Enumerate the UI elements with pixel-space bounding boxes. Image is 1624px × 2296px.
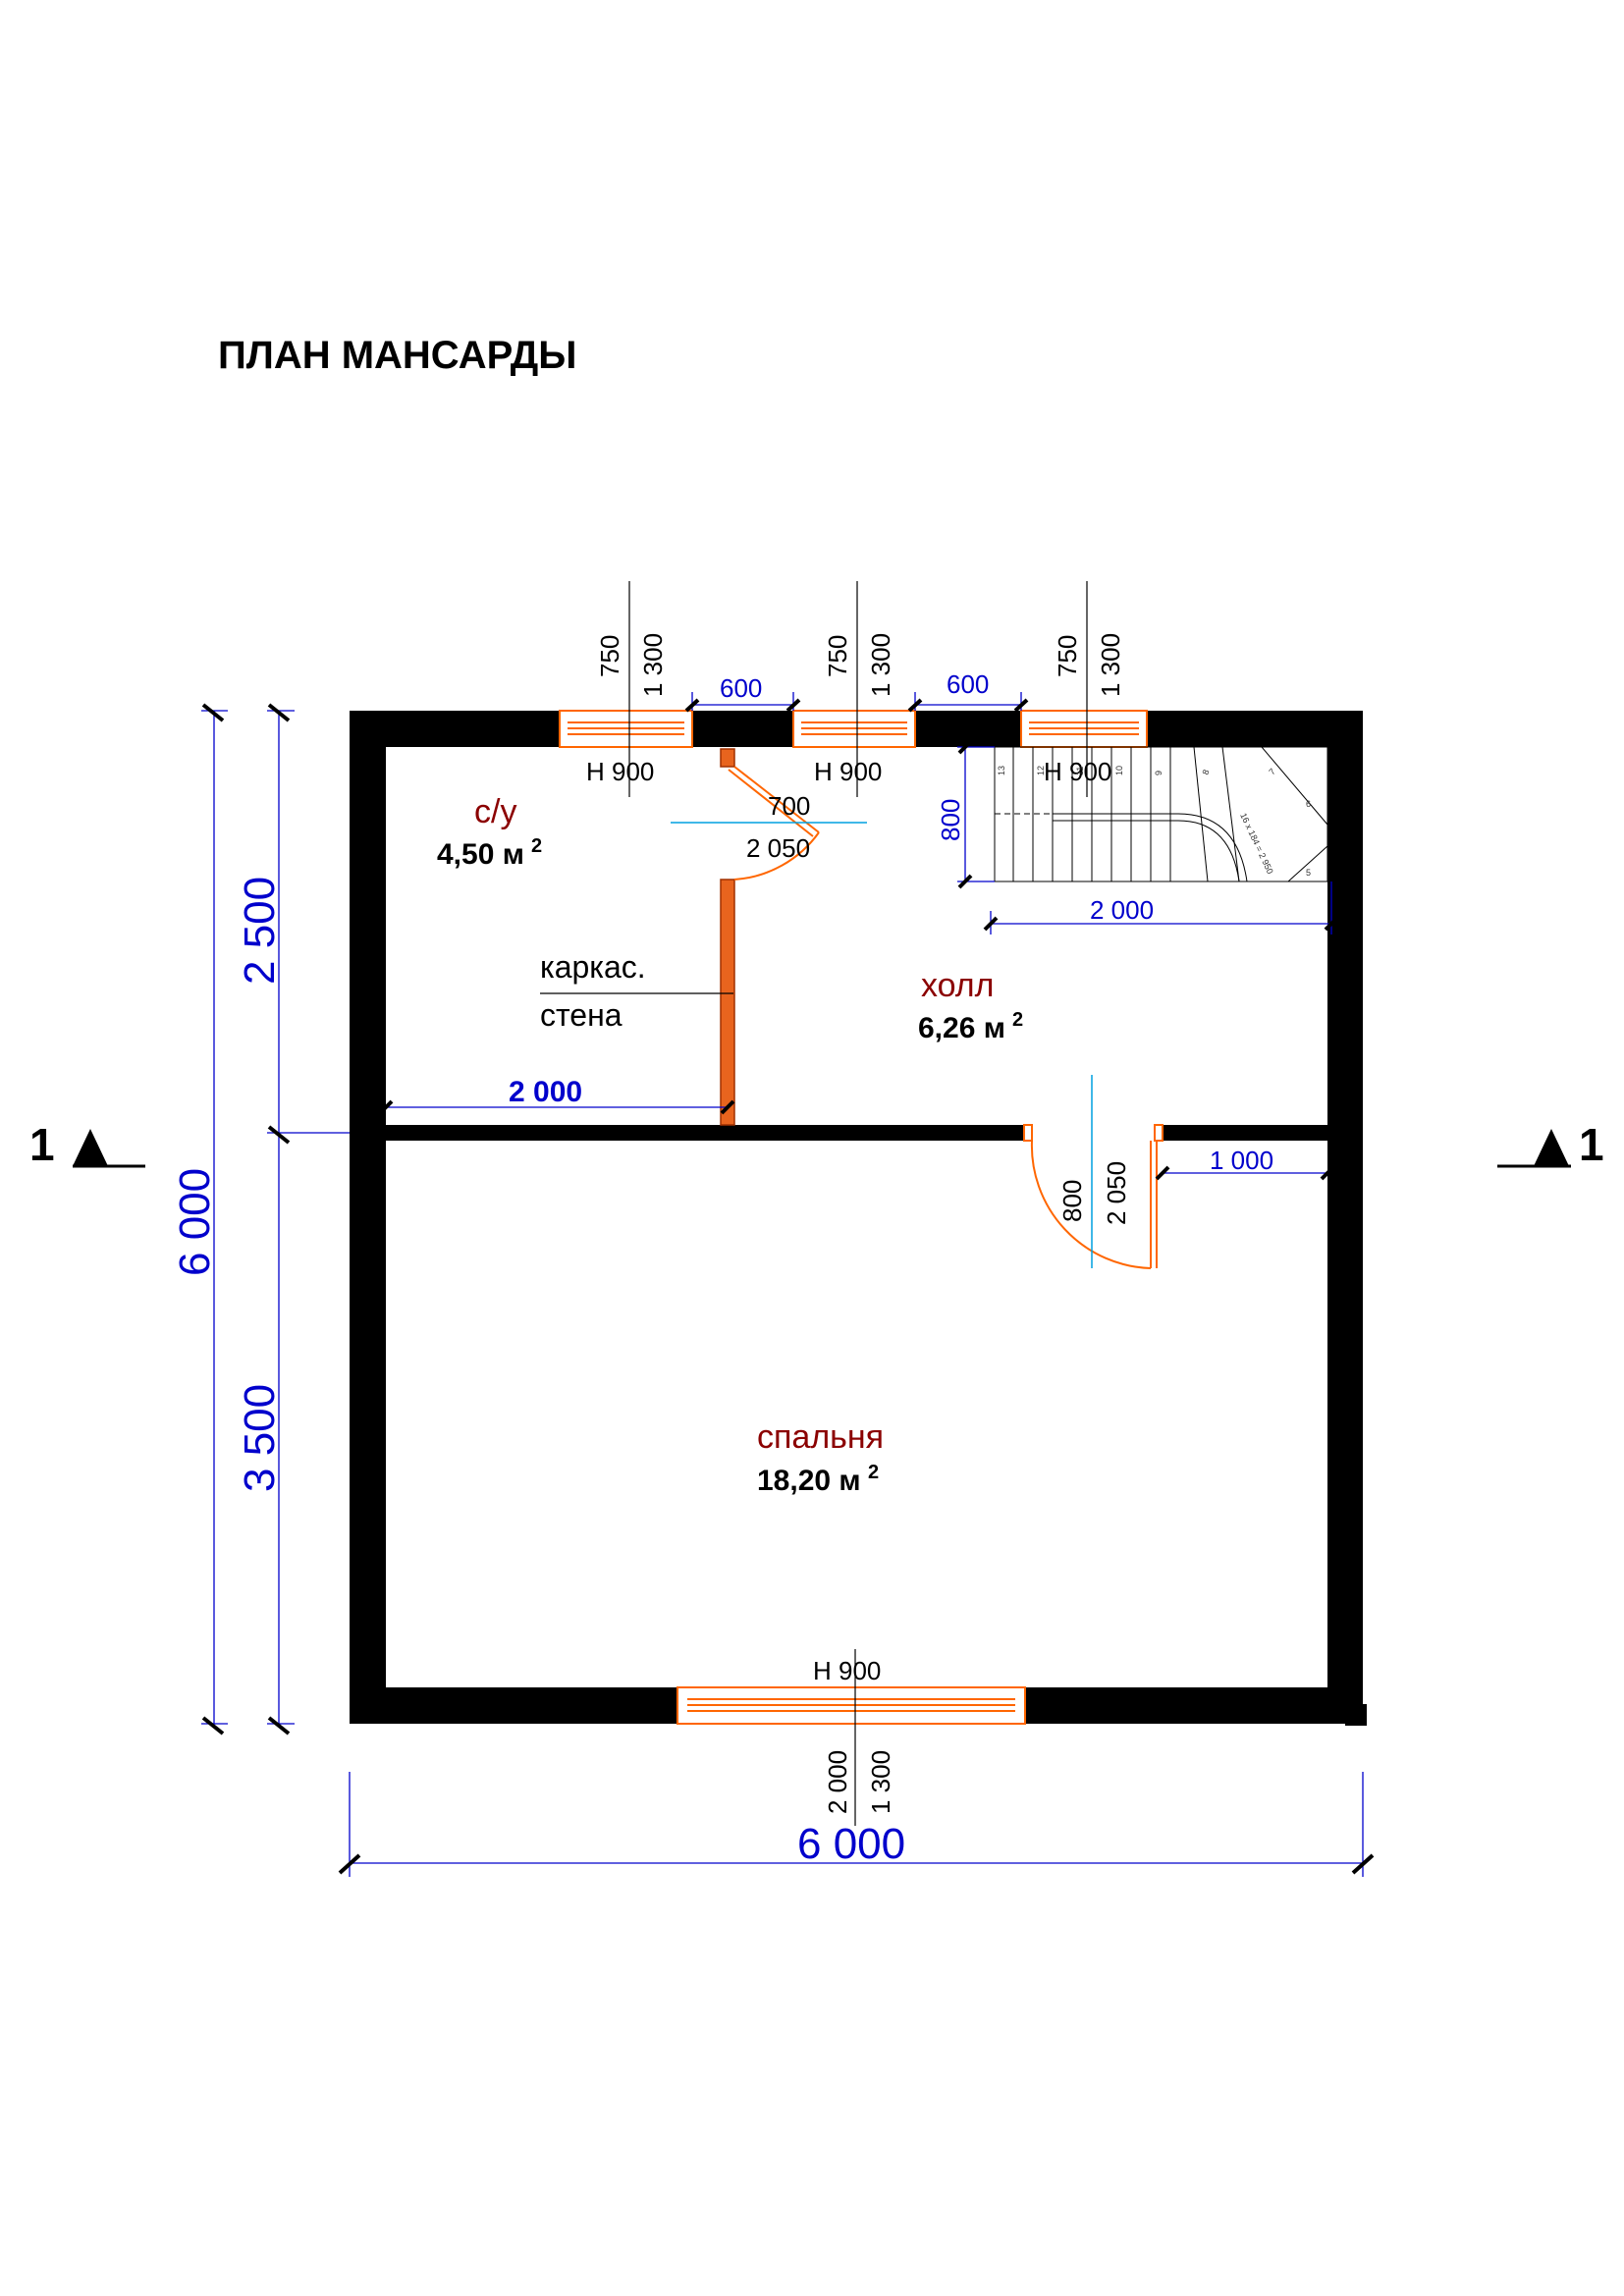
window-3-label: Н 900 [1044, 757, 1111, 786]
page-title: ПЛАН МАНСАРДЫ [218, 334, 576, 377]
bedroom-door-height: 2 050 [1102, 1161, 1131, 1225]
hall-name: холл [921, 967, 994, 1004]
frame-wall-note-line1: каркас. [540, 949, 646, 985]
window-4-width: 2 000 [823, 1750, 852, 1814]
dimension-ticks [201, 698, 1375, 1875]
window-3 [1020, 710, 1148, 748]
window-1 [559, 710, 693, 748]
staircase [994, 746, 1328, 882]
window-1-height: 1 300 [638, 633, 668, 697]
window-2-label: Н 900 [814, 757, 882, 786]
svg-text:1: 1 [29, 1119, 55, 1170]
window-3-sill: 750 [1053, 635, 1082, 677]
dim-door-offset: 1 000 [1210, 1146, 1273, 1175]
bedroom-name: спальня [757, 1418, 884, 1456]
window-2-height: 1 300 [866, 633, 895, 697]
bathroom-area: 4,50 м [437, 838, 524, 871]
stair-step-11: 11 [1075, 767, 1085, 775]
hall-area: 6,26 м [918, 1012, 1005, 1044]
dim-pier-2: 600 [947, 669, 989, 699]
stair-step-5: 5 [1306, 868, 1311, 878]
dim-total-width: 6 000 [797, 1820, 905, 1868]
stair-step-10: 10 [1114, 766, 1124, 775]
stair-step-9: 9 [1154, 771, 1164, 775]
stair-step-7: 7 [1267, 767, 1277, 777]
window-4-height: 1 300 [866, 1750, 895, 1814]
stair-step-12: 12 [1036, 766, 1046, 775]
window-4-label: Н 900 [813, 1656, 881, 1685]
stair-step-8: 8 [1200, 769, 1211, 776]
frame-wall-note-line2: стена [540, 997, 623, 1033]
stair-step-6: 6 [1306, 799, 1311, 809]
bedroom-door [1023, 1124, 1164, 1269]
hall-area-sup: 2 [1012, 1009, 1023, 1031]
dim-total-height: 6 000 [171, 1168, 219, 1276]
window-4 [677, 1686, 1026, 1725]
frame-partition [720, 748, 735, 1126]
dim-stair-length: 2 000 [1090, 895, 1154, 925]
window-2 [792, 710, 916, 748]
bedroom-area: 18,20 м [757, 1465, 861, 1497]
bedroom-area-sup: 2 [868, 1462, 879, 1483]
svg-text:1: 1 [1579, 1119, 1604, 1170]
section-mark-right: 1 [1497, 1119, 1604, 1170]
dim-left-top: 2 500 [236, 877, 284, 985]
bath-door-height: 2 050 [746, 833, 810, 863]
interior-wall [386, 1125, 1327, 1141]
section-mark-left: 1 [29, 1119, 145, 1170]
window-annotation-lines [628, 581, 1088, 1826]
dim-partition-length: 2 000 [509, 1076, 582, 1108]
bathroom-area-sup: 2 [531, 835, 542, 857]
dim-stair-width: 800 [936, 799, 965, 841]
window-1-label: Н 900 [586, 757, 654, 786]
window-1-sill: 750 [595, 635, 624, 677]
exterior-walls [350, 711, 1367, 1726]
window-3-height: 1 300 [1096, 633, 1125, 697]
bathroom-name: с/у [474, 793, 516, 830]
dim-left-bottom: 3 500 [236, 1384, 284, 1492]
bath-door [728, 766, 820, 881]
dim-pier-1: 600 [720, 673, 762, 703]
stair-step-13: 13 [997, 766, 1006, 775]
dimension-lines [201, 692, 1364, 1877]
bedroom-door-width: 800 [1057, 1180, 1087, 1222]
bath-door-width: 700 [768, 791, 810, 821]
window-2-sill: 750 [823, 635, 852, 677]
